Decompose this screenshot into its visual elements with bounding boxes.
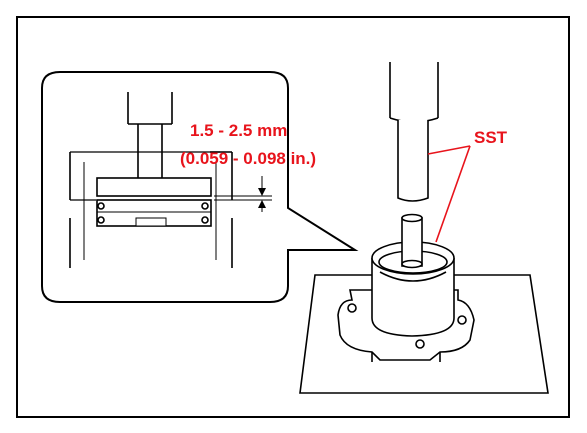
flange-bolt-hole — [457, 315, 467, 325]
sst-leader-upper — [427, 145, 471, 155]
press-ram — [389, 62, 439, 118]
dimension-label-inches: (0.059 - 0.098 in.) — [180, 149, 316, 168]
inset-tool-plate — [96, 177, 212, 197]
sst-label: SST — [474, 128, 508, 147]
dimension-arrow-down — [258, 188, 266, 196]
detail-inset — [41, 71, 359, 303]
sst-leader-lower — [435, 145, 471, 243]
dimension-label-mm: 1.5 - 2.5 mm — [190, 121, 287, 140]
flange-bolt-hole — [415, 339, 425, 349]
inset-press-shaft — [127, 92, 173, 124]
flange-bolt-hole — [347, 303, 357, 313]
lower-sst-tool — [401, 217, 423, 267]
upper-sst-tool — [397, 120, 429, 202]
callout-leader-lines — [427, 145, 471, 243]
main-illustration — [299, 62, 549, 394]
dimension-arrow-up — [258, 200, 266, 208]
